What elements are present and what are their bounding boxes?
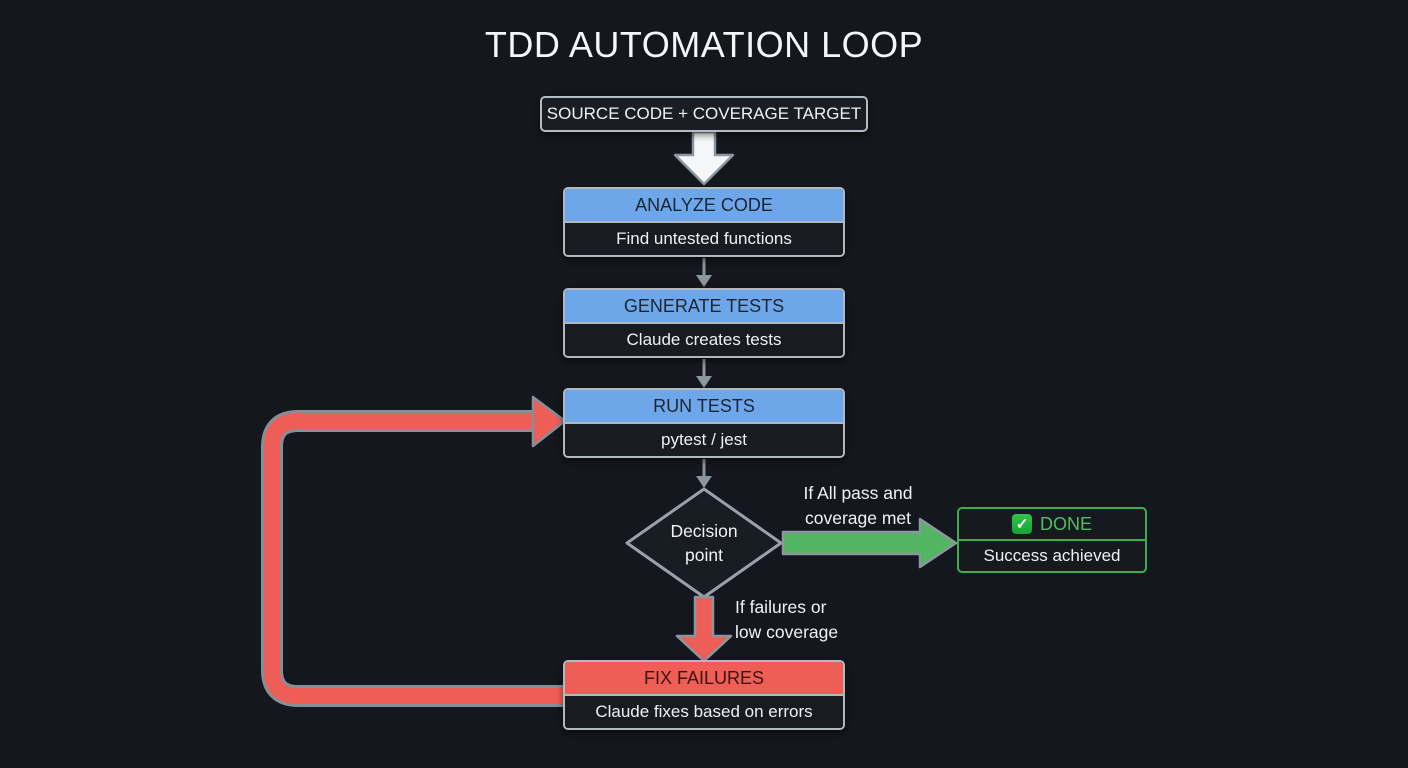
node-done: ✓ DONE Success achieved bbox=[957, 507, 1147, 573]
pass-arrow bbox=[781, 517, 958, 569]
pass-edge-label: If All pass and coverage met bbox=[803, 483, 913, 528]
node-done-title: DONE bbox=[1039, 513, 1092, 534]
fail-arrow bbox=[675, 595, 733, 663]
node-fix-title: FIX FAILURES bbox=[565, 662, 843, 696]
node-analyze-subtitle: Find untested functions bbox=[565, 223, 843, 255]
node-source: SOURCE CODE + COVERAGE TARGET bbox=[540, 96, 868, 132]
node-fix: FIX FAILURES Claude fixes based on error… bbox=[563, 660, 845, 730]
start-arrow bbox=[673, 130, 735, 186]
node-generate-title: GENERATE TESTS bbox=[565, 290, 843, 324]
page-title: TDD AUTOMATION LOOP bbox=[484, 24, 924, 65]
node-analyze: ANALYZE CODE Find untested functions bbox=[563, 187, 845, 257]
node-done-header: ✓ DONE bbox=[959, 509, 1145, 541]
node-run-subtitle: pytest / jest bbox=[565, 424, 843, 456]
loop-back-arrow bbox=[261, 395, 567, 707]
node-source-label: SOURCE CODE + COVERAGE TARGET bbox=[546, 104, 862, 123]
node-generate-subtitle: Claude creates tests bbox=[565, 324, 843, 356]
node-analyze-title: ANALYZE CODE bbox=[565, 189, 843, 223]
node-fix-subtitle: Claude fixes based on errors bbox=[565, 696, 843, 728]
node-run: RUN TESTS pytest / jest bbox=[563, 388, 845, 458]
decision-line1: Decision bbox=[670, 521, 738, 541]
node-generate: GENERATE TESTS Claude creates tests bbox=[563, 288, 845, 358]
decision-line2: point bbox=[685, 545, 723, 565]
flow-arrow-run-decision bbox=[696, 459, 712, 488]
node-run-title: RUN TESTS bbox=[565, 390, 843, 424]
flow-arrow-generate-run bbox=[696, 359, 712, 388]
node-decision-label: Decision point bbox=[644, 519, 764, 567]
fail-edge-label: If failures or low coverage bbox=[735, 597, 839, 642]
node-done-subtitle: Success achieved bbox=[983, 546, 1121, 565]
flow-arrow-analyze-generate bbox=[696, 258, 712, 287]
check-icon: ✓ bbox=[1011, 514, 1032, 534]
